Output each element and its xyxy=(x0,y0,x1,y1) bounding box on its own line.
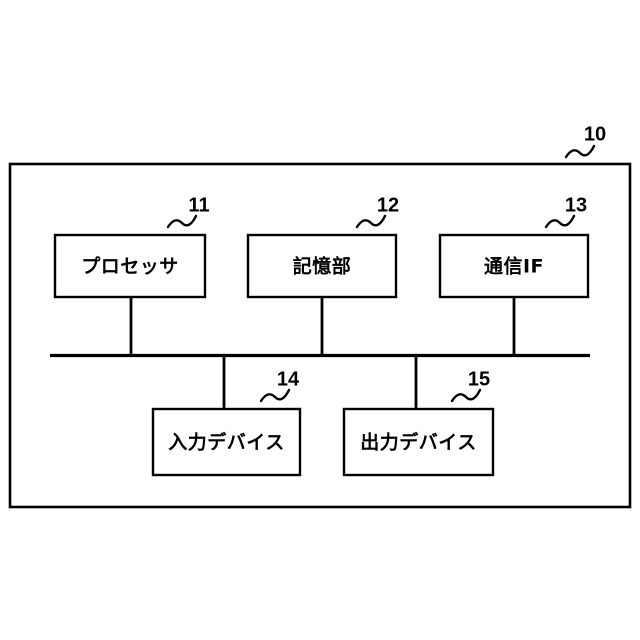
output-device-box xyxy=(342,407,495,477)
storage-box xyxy=(246,233,398,299)
output-device-leader-squiggle xyxy=(450,388,482,403)
block-communication-if: 通信IF xyxy=(438,233,590,355)
input-device-box xyxy=(151,407,302,477)
system-leader-squiggle xyxy=(564,144,596,159)
output-device-ref-number: 15 xyxy=(468,368,490,390)
ref-leader-communication-if: 13 xyxy=(544,194,587,229)
ref-leader-input-device: 14 xyxy=(259,368,300,403)
input-device-label: 入力デバイス xyxy=(168,431,284,454)
input-device-leader-squiggle xyxy=(259,388,291,403)
storage-ref-number: 12 xyxy=(377,194,399,216)
outer-system-frame xyxy=(8,162,632,509)
block-input-device: 入力デバイス xyxy=(151,356,302,477)
block-output-device: 出力デバイス xyxy=(342,356,495,477)
ref-leader-processor: 11 xyxy=(166,194,210,229)
processor-ref-number: 11 xyxy=(188,194,209,216)
processor-leader-squiggle xyxy=(166,214,198,229)
ref-leader-output-device: 15 xyxy=(450,368,490,403)
communication-if-label: 通信IF xyxy=(484,255,544,278)
processor-label: プロセッサ xyxy=(81,255,179,278)
input-device-ref-number: 14 xyxy=(277,368,300,390)
storage-label: 記憶部 xyxy=(293,255,352,278)
block-storage: 記憶部 xyxy=(246,233,398,355)
system-ref-number: 10 xyxy=(584,123,606,145)
ref-leader-system: 10 xyxy=(564,123,606,159)
communication-if-leader-squiggle xyxy=(544,214,576,229)
storage-leader-squiggle xyxy=(355,214,387,229)
output-device-label: 出力デバイス xyxy=(360,431,476,454)
ref-leader-storage: 12 xyxy=(355,194,399,229)
block-processor: プロセッサ xyxy=(53,233,207,355)
communication-if-ref-number: 13 xyxy=(565,194,587,216)
